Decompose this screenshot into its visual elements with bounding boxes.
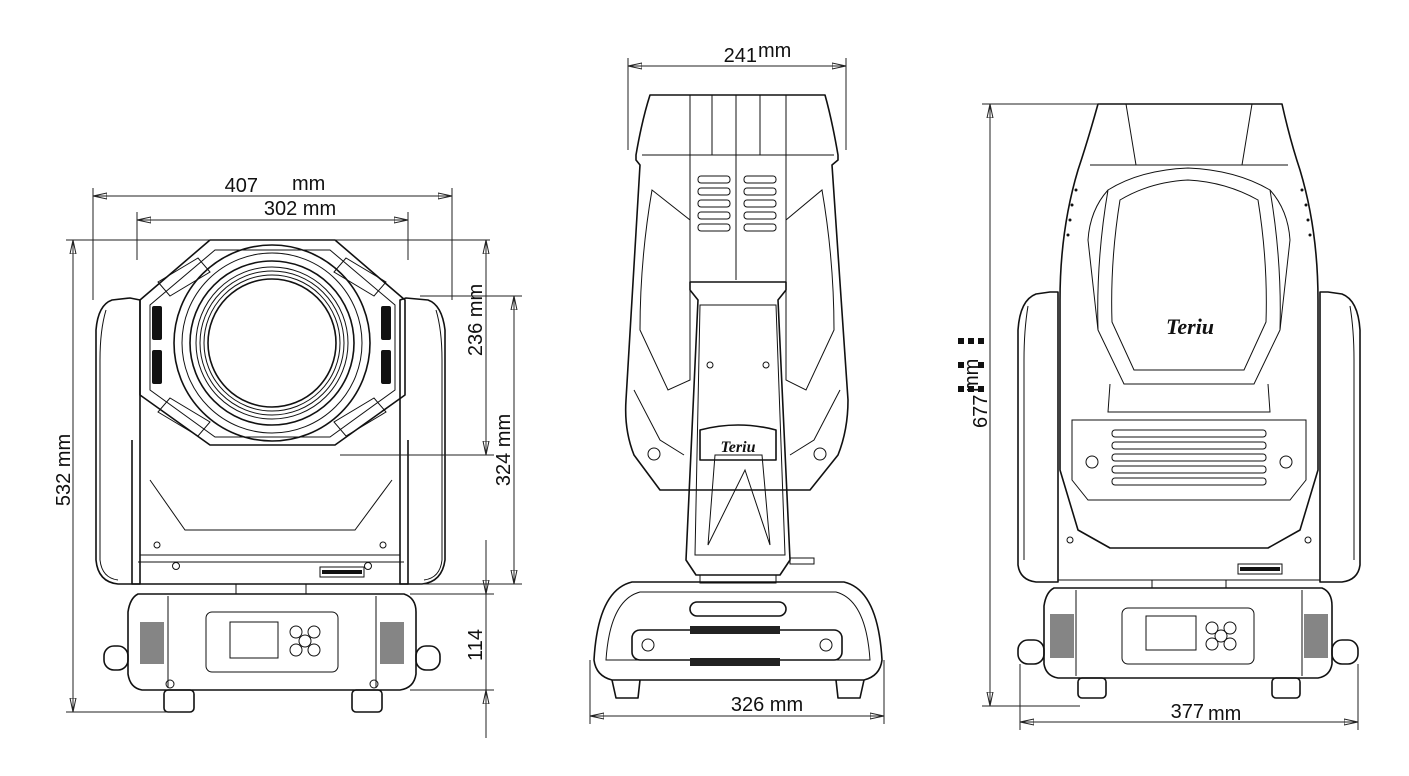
front-height-head-label: 236 mm <box>465 284 487 356</box>
front-width-lens-label: 302 mm <box>264 198 336 220</box>
front-view <box>95 239 446 713</box>
front-width-outer-label: 407 <box>225 175 258 197</box>
rear-dimensions: 677 mm 377 mm <box>958 103 1359 730</box>
rear-logo: Teriu <box>1166 314 1214 339</box>
rear-height-total-label: 677 <box>970 395 992 428</box>
side-width-base-label: 326 mm <box>731 694 803 716</box>
front-lens-outer <box>173 244 371 442</box>
front-yoke-right-arm <box>399 297 446 585</box>
rear-height-unit-glyphs <box>958 338 984 392</box>
rear-head <box>1059 103 1319 549</box>
rear-view: Teriu <box>1017 103 1361 699</box>
rear-width-base-unit: mm <box>1208 703 1241 725</box>
rear-yoke-right-arm <box>1319 291 1361 583</box>
front-width-outer-unit: mm <box>292 173 325 195</box>
rear-yoke-left-arm <box>1017 291 1059 583</box>
front-height-total-label: 532 mm <box>53 434 75 506</box>
front-head <box>139 239 406 446</box>
front-lens <box>207 278 337 408</box>
rear-base <box>1043 587 1333 679</box>
side-width-head-label: 241 <box>724 45 757 67</box>
side-head <box>624 94 849 491</box>
side-yoke <box>685 281 791 576</box>
front-height-yoke-label: 324 mm <box>493 414 515 486</box>
front-dimensions: 407 mm 302 mm 532 mm 236 mm 324 mm 114 <box>53 173 522 738</box>
side-logo: Teriu <box>721 439 756 456</box>
side-view: Teriu <box>593 94 883 699</box>
rear-height-total-unit: mm <box>961 359 983 392</box>
front-base <box>127 593 417 691</box>
rear-width-base-label: 377 <box>1171 701 1204 723</box>
front-yoke-left-arm <box>95 297 141 585</box>
side-dimensions: 241 mm 326 mm <box>589 40 885 724</box>
front-height-base-label: 114 <box>465 629 487 661</box>
side-width-head-unit: mm <box>758 40 791 62</box>
